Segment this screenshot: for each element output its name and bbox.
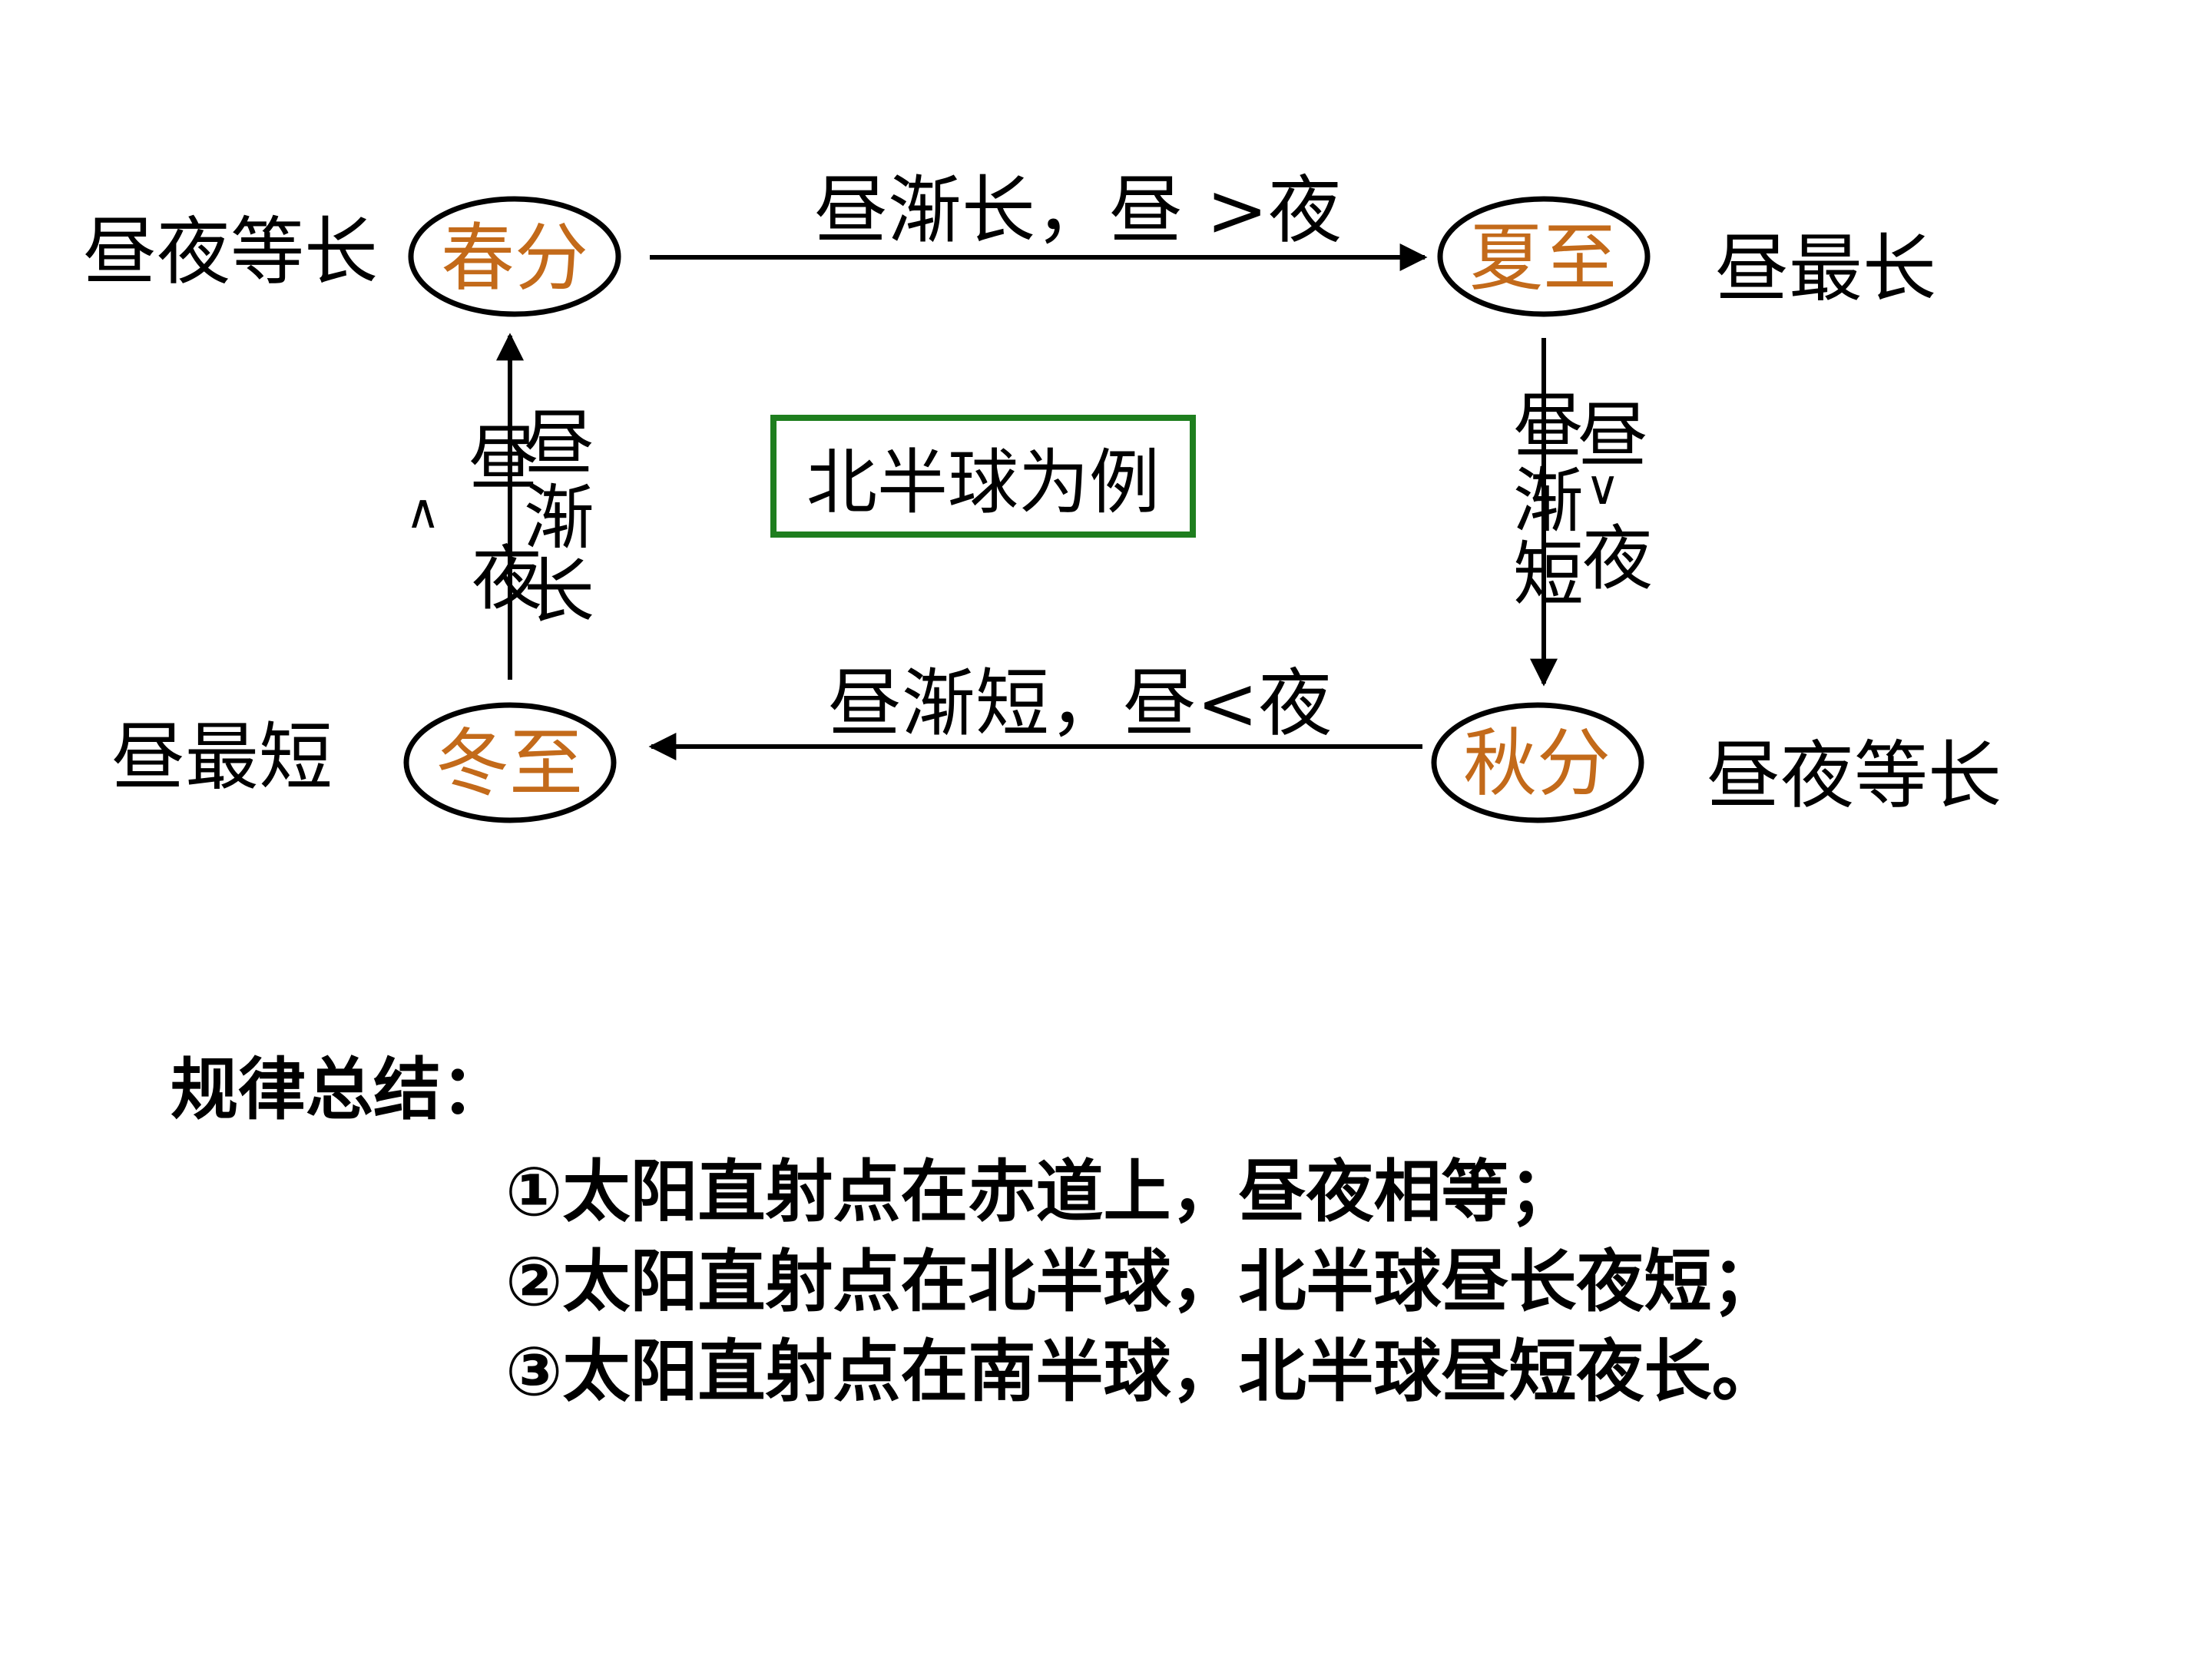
transition-winter-to-spring-symbol: ∧ [406,483,441,539]
condition-summer: 昼最长 [1715,226,1936,312]
transition-summer-to-autumn-right: 夜 [1581,518,1653,600]
season-autumn: 秋分 [1463,720,1611,806]
transition-autumn-to-winter: 昼渐短，昼<夜 [828,661,1333,747]
hemisphere-note: 北半球为例 [770,415,1196,538]
transition-winter-to-spring-left: 昼 [468,418,539,500]
condition-spring: 昼夜等长 [83,209,378,295]
summer-ellipse [1437,196,1651,317]
season-summer: 夏至 [1469,215,1617,301]
condition-autumn: 昼夜等长 [1707,733,2002,819]
season-spring: 春分 [441,215,588,301]
summary-rule-2: ②太阳直射点在北半球，北半球昼长夜短； [505,1242,1780,1321]
transition-summer-to-autumn-symbol: ∨ [1585,459,1621,515]
season-winter: 冬至 [435,720,583,806]
winter-ellipse [403,702,617,823]
transition-winter-to-spring-trend: 昼渐长 [523,402,594,634]
transition-winter-to-spring-right: 夜 [471,538,542,620]
summary-rule-1: ①太阳直射点在赤道上，昼夜相等； [505,1152,1577,1231]
transition-summer-to-autumn-trend: 昼渐短 [1512,386,1584,617]
transition-summer-to-autumn-left: 昼 [1577,395,1648,477]
condition-winter: 昼最短 [111,714,333,800]
transition-spring-to-summer: 昼渐长，昼 >夜 [814,167,1342,253]
autumn-ellipse [1431,702,1644,823]
summary-rule-3: ③太阳直射点在南半球，北半球昼短夜长。 [505,1332,1780,1411]
spring-ellipse [408,196,621,317]
summary-title: 规律总结： [171,1050,509,1129]
